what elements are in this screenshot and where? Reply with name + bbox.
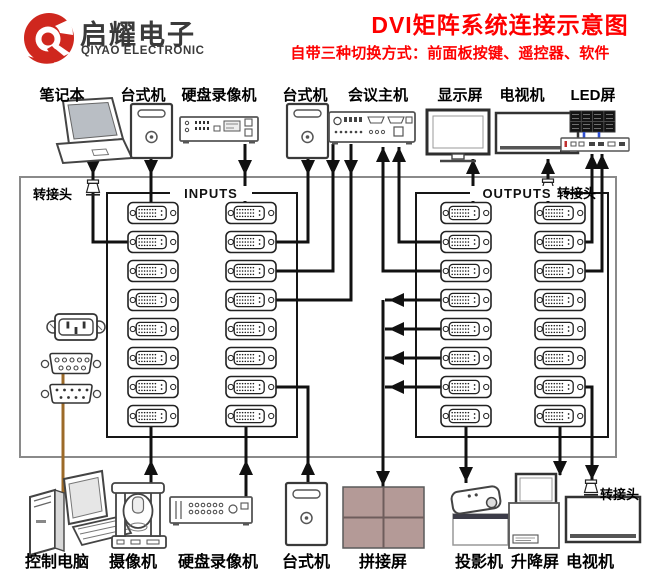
bottom-device-label-tv: 电视机 bbox=[565, 554, 614, 571]
serial-port-male-icon bbox=[40, 383, 102, 404]
bottom-device-label-dvr: 硬盘录像机 bbox=[177, 554, 258, 571]
ptz-camera-icon bbox=[111, 482, 167, 549]
inputs-section-label: INPUTS bbox=[170, 186, 252, 201]
bottom-device-label-desktop: 台式机 bbox=[281, 554, 330, 571]
matrix-chassis-box bbox=[19, 176, 617, 458]
adapter-icon-bottom-right bbox=[583, 479, 599, 496]
display-monitor-icon bbox=[425, 108, 491, 163]
conference-host-icon bbox=[328, 111, 416, 145]
desktop-tower-top2-icon bbox=[285, 102, 330, 160]
top-device-label-display: 显示屏 bbox=[437, 87, 483, 104]
top-device-label-laptop: 笔记本 bbox=[39, 87, 85, 104]
bottom-device-label-camera: 摄像机 bbox=[108, 554, 157, 571]
top-device-label-led: LED屏 bbox=[570, 87, 616, 104]
top-device-label-desktop2: 台式机 bbox=[282, 87, 328, 104]
bottom-device-label-control-pc: 控制电脑 bbox=[24, 554, 89, 571]
video-wall-icon bbox=[342, 486, 425, 549]
led-screen-icon bbox=[560, 110, 630, 152]
inputs-dvi-connectors bbox=[128, 203, 276, 427]
dvr-top-icon bbox=[179, 116, 259, 144]
outputs-section-label: OUTPUTS bbox=[470, 186, 564, 201]
projector-icon bbox=[450, 485, 509, 546]
bottom-device-label-lift-screen: 升降屏 bbox=[510, 554, 559, 571]
qiyao-logo-icon bbox=[24, 13, 74, 64]
top-device-label-tv: 电视机 bbox=[499, 87, 545, 104]
desktop-tower-bottom-icon bbox=[284, 481, 329, 547]
desktop-tower-top1-icon bbox=[129, 102, 174, 160]
bottom-device-label-projector: 投影机 bbox=[454, 554, 503, 571]
tv-top-icon bbox=[494, 111, 580, 155]
inputs-box bbox=[106, 192, 298, 438]
adapter-icon-top-left bbox=[85, 179, 101, 196]
top-device-label-dvr: 硬盘录像机 bbox=[181, 87, 257, 104]
tv-bottom-icon bbox=[564, 495, 642, 544]
page-title: DVI矩阵系统连接示意图 bbox=[371, 12, 629, 38]
bottom-device-label-video-wall: 拼接屏 bbox=[358, 554, 407, 571]
adapter-label-top-left: 转接头 bbox=[33, 187, 73, 202]
page-subtitle: 自带三种切换方式：前面板按键、遥控器、软件 bbox=[290, 45, 610, 62]
brand-name-cn: 启耀电子 bbox=[80, 20, 196, 50]
outputs-box bbox=[415, 192, 609, 438]
adapter-label-top-right: 转接头 bbox=[557, 186, 597, 201]
serial-port-female-icon bbox=[40, 352, 102, 375]
top-device-label-desktop1: 台式机 bbox=[120, 87, 166, 104]
brand-name-en: QIYAO ELECTRONIC bbox=[81, 45, 205, 57]
outputs-dvi-connectors bbox=[441, 203, 585, 427]
laptop-icon bbox=[55, 96, 134, 165]
dvr-bottom-icon bbox=[169, 496, 253, 526]
lifting-screen-icon bbox=[508, 472, 560, 549]
top-device-label-conference: 会议主机 bbox=[347, 87, 408, 104]
power-inlet-icon bbox=[46, 313, 106, 341]
adapter-label-bottom-right: 转接头 bbox=[600, 487, 640, 502]
